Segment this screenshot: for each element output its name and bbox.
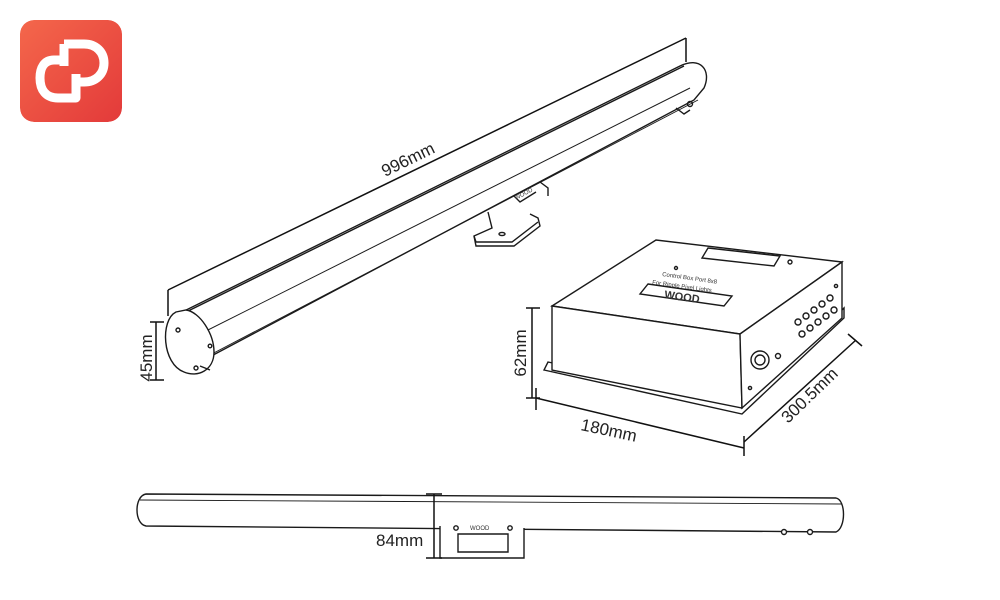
box-brand-label: WOOD — [664, 289, 701, 306]
box-fuse-holder — [774, 352, 782, 360]
bar-brand-tab — [513, 191, 537, 203]
side-bar-bracket-slot — [457, 533, 509, 553]
box-depth-tick-top — [847, 333, 863, 347]
box-power-connector-inner — [754, 354, 766, 366]
output-port — [810, 306, 818, 314]
bar-clip — [539, 181, 549, 196]
box-height-label: 62mm — [511, 329, 530, 376]
bar-diffuser-line — [191, 87, 691, 339]
bracket-edge — [473, 221, 539, 243]
box-output-ports — [794, 294, 838, 338]
end-cap-cable — [199, 365, 211, 371]
output-port — [802, 312, 810, 320]
box-top-screw — [673, 265, 679, 271]
bracket-screw-hole — [498, 231, 506, 237]
side-bar-end-screw — [780, 528, 788, 536]
brand-logo — [20, 20, 122, 122]
side-bar-bracket-screw — [453, 525, 459, 531]
bar-top-edge — [177, 65, 685, 317]
side-view-light-bar — [136, 493, 845, 559]
box-width-dimension-line — [535, 397, 745, 449]
rear-end-detail — [675, 107, 691, 115]
rear-end-screw — [686, 100, 694, 108]
end-cap-screw-right — [207, 343, 213, 349]
control-box — [542, 239, 845, 415]
output-port — [806, 324, 814, 332]
bar-tube-body — [169, 61, 708, 363]
end-cap-screw-top — [175, 327, 181, 333]
side-bar-height-dimension — [426, 493, 442, 559]
box-top-indicator — [787, 259, 793, 265]
side-bar-brand-label: WOOD — [470, 526, 490, 532]
bar-length-dimension — [167, 37, 687, 316]
box-right-screw — [747, 385, 753, 391]
p-logo-icon — [20, 20, 122, 122]
bar-bottom-line — [207, 99, 699, 357]
box-width-dimension — [535, 388, 745, 456]
box-depth-label: 300.5mm — [778, 364, 842, 427]
bar-end-cap — [164, 309, 215, 375]
side-bar-end-screw — [806, 528, 814, 536]
output-port — [814, 318, 822, 326]
end-cap-screw-bottom — [193, 365, 199, 371]
box-depth-dimension-line — [743, 339, 857, 443]
box-brand-plate — [638, 283, 734, 307]
bar-length-label: 996mm — [378, 139, 437, 181]
output-port — [818, 300, 826, 308]
side-bar-body — [136, 493, 845, 533]
output-port — [798, 330, 806, 338]
box-right-face — [739, 260, 843, 410]
bar-height-dimension — [150, 321, 164, 381]
side-bar-bracket-screw — [507, 525, 513, 531]
box-right-screw — [833, 283, 839, 289]
side-bar-top-line — [139, 499, 843, 505]
bar-height-label: 45mm — [137, 334, 156, 381]
box-depth-dimension — [743, 333, 863, 443]
bar-length-dimension-line — [167, 37, 687, 291]
output-port — [830, 306, 838, 314]
output-port — [822, 312, 830, 320]
side-bar-height-label: 84mm — [376, 531, 423, 550]
bar-mounting-bracket — [473, 211, 541, 247]
output-port — [794, 318, 802, 326]
box-display-window — [700, 247, 782, 267]
diagonal-light-bar — [164, 61, 708, 375]
output-port — [826, 294, 834, 302]
